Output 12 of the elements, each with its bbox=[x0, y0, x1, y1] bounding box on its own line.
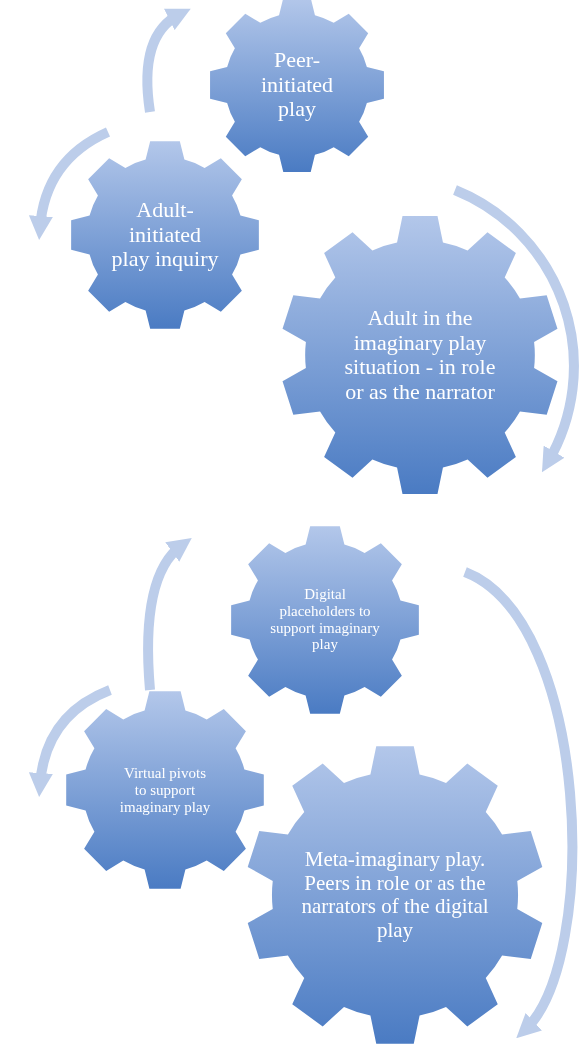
gear-label: Virtual pivots to support imaginary play bbox=[118, 764, 212, 816]
gear-label: Meta-imaginary play. Peers in role or as the narrators of the digital play bbox=[300, 847, 490, 943]
gear-label: Peer-initiated play bbox=[259, 48, 335, 122]
gear-shape bbox=[65, 690, 265, 890]
gear-shape bbox=[230, 525, 420, 715]
gear-shape bbox=[280, 215, 560, 495]
gear-shape bbox=[70, 140, 260, 330]
gear-shape bbox=[209, 0, 385, 173]
gear-label: Adult in the imaginary play situation - in role or as the narrator bbox=[343, 305, 497, 405]
gear-shape bbox=[245, 745, 545, 1045]
gear-label: Digital placeholders to support imaginary play bbox=[269, 586, 381, 654]
gear-label: Adult-initiated play inquiry bbox=[110, 198, 220, 272]
